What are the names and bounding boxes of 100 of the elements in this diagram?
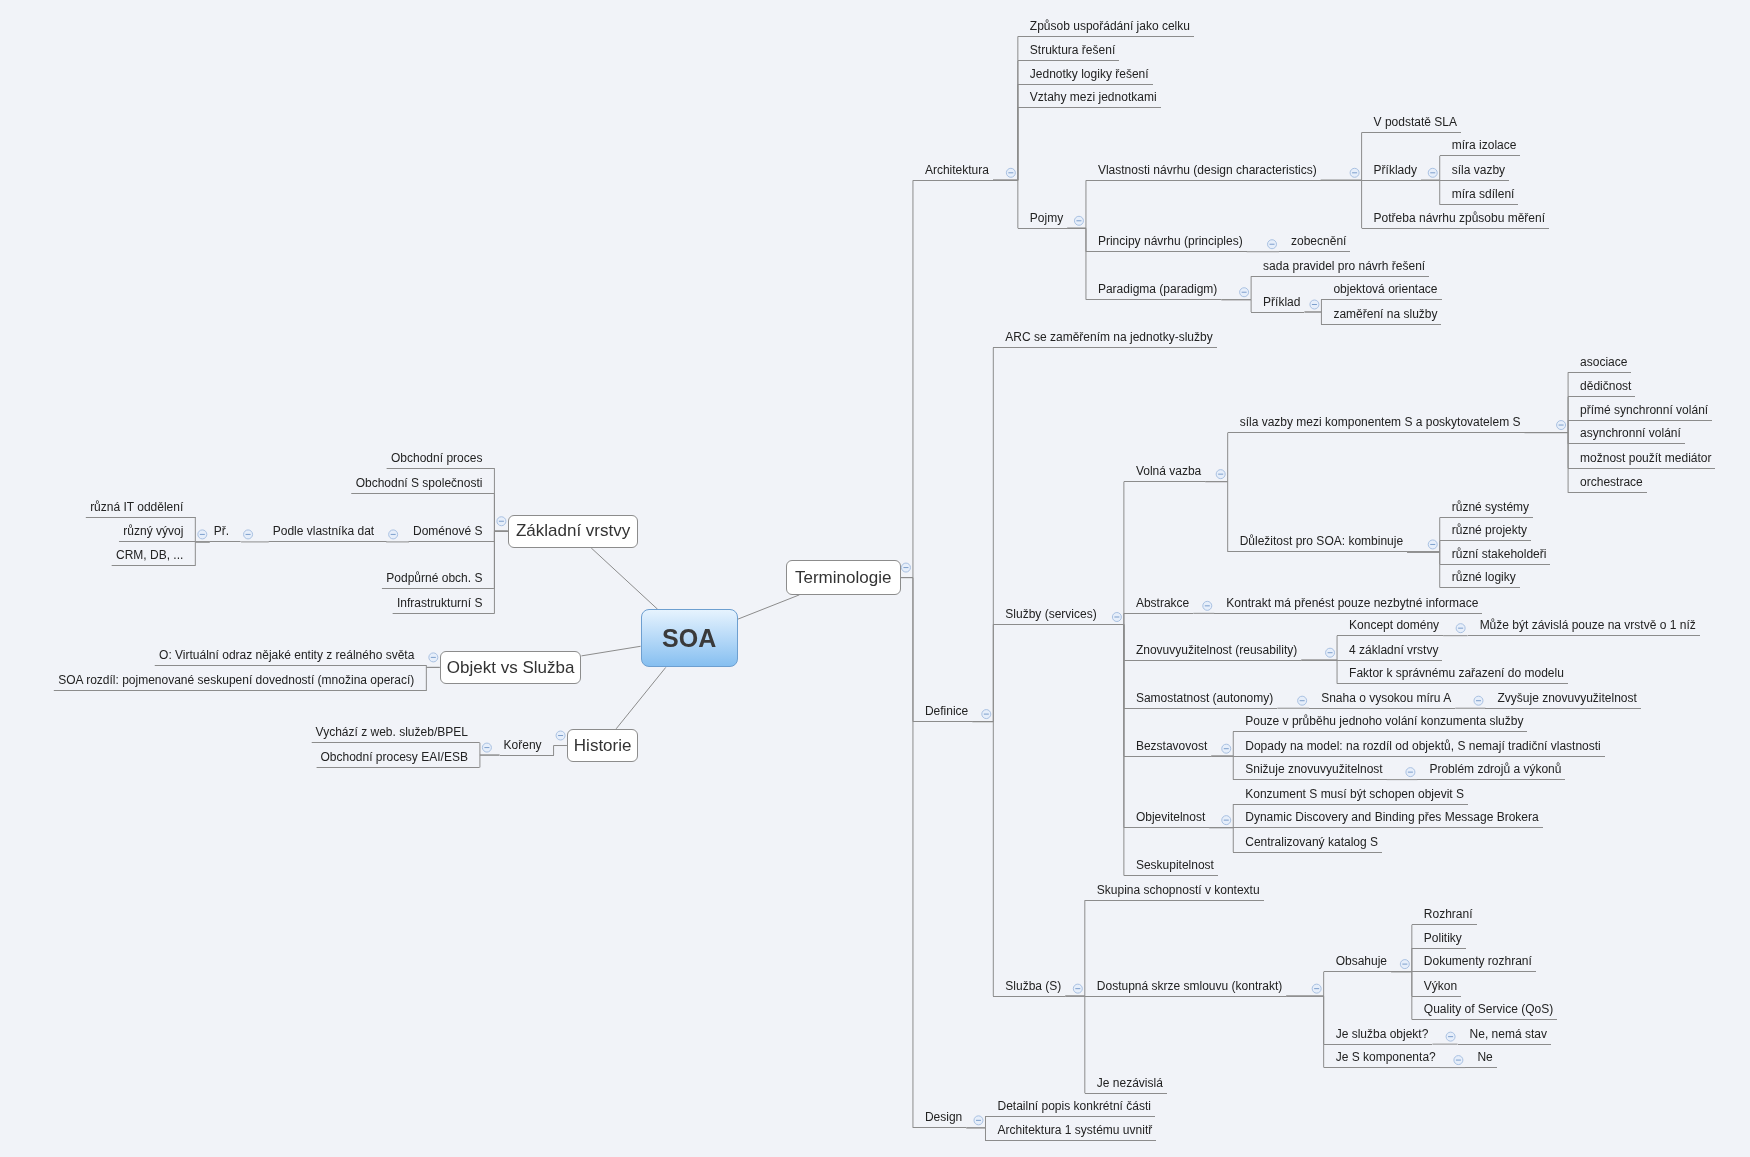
topic-label: V podstatě SLA — [1361, 113, 1461, 133]
connector-line — [1300, 659, 1338, 685]
topic-label: Dokumenty rozhraní — [1411, 953, 1536, 973]
topic-label: Struktura řešení — [1017, 42, 1120, 62]
connector-line — [553, 745, 568, 756]
topic-label: SOA rozdíl: pojmenované seskupení dovedností (množina operací) — [54, 671, 427, 691]
connector-line — [1386, 779, 1418, 781]
topic-label: Služba (S) — [993, 977, 1066, 997]
topic-label: Bezstavovost — [1123, 737, 1212, 757]
topic-label: Znovuvyužitelnost (reusability) — [1123, 641, 1302, 661]
topic-label: Může být závislá pouze na vrstvě o 1 níž — [1467, 617, 1700, 637]
connector-line — [1454, 707, 1486, 709]
topic-label: Objevitelnost — [1123, 809, 1210, 829]
connector-line — [1406, 551, 1441, 589]
connector-line — [1210, 755, 1234, 781]
topic-label: Pouze v průběhu jednoho volání konzumenta služby — [1233, 713, 1528, 733]
topic-label: Design — [912, 1109, 967, 1129]
topic-label: Výkon — [1411, 977, 1462, 997]
topic-label: Detailní popis konkrétní části — [985, 1098, 1155, 1118]
connector-line — [1220, 299, 1252, 313]
topic-label: Obchodní proces — [387, 449, 495, 469]
topic-label: asynchronní volání — [1568, 425, 1685, 445]
topic-label: Ne — [1465, 1049, 1497, 1069]
topic-label: Podpůrné obch. S — [382, 570, 495, 590]
topic-label: Faktor k správnému zařazení do modelu — [1337, 665, 1568, 685]
topic-label: Dostupná skrze smlouvu (kontrakt) — [1084, 977, 1287, 997]
topic-label: různý vývoj — [119, 523, 196, 543]
connector-line — [1390, 971, 1413, 1021]
topic-label: Samostatnost (autonomy) — [1123, 689, 1278, 709]
connector-line — [971, 721, 994, 997]
topic-label: objektová orientace — [1321, 281, 1442, 301]
topic-label: Je nezávislá — [1084, 1074, 1167, 1094]
topic-box: Terminologie — [785, 560, 901, 595]
connector-line — [1100, 624, 1125, 877]
topic-label: síla vazby — [1439, 161, 1510, 181]
connector-line — [1246, 251, 1280, 253]
topic-label: Politiky — [1411, 929, 1466, 949]
topic-label: Snaha o vysokou míru A — [1309, 689, 1456, 709]
topic-label: Způsob uspořádání jako celku — [1017, 17, 1194, 37]
topic-label: Podle vlastníka dat — [268, 523, 387, 543]
connector-line — [1320, 179, 1363, 229]
connector-line — [1303, 311, 1322, 325]
topic-label: Příklady — [1361, 161, 1421, 181]
topic-label: zaměření na služby — [1321, 305, 1442, 325]
topic-label: Zvyšuje znovuvyužitelnost — [1485, 689, 1641, 709]
topic-label: Abstrakce — [1123, 594, 1194, 614]
topic-label: ARC se zaměřením na jednotky-služby — [993, 329, 1217, 349]
topic-label: Služby (services) — [993, 606, 1101, 625]
topic-label: O: Virtuální odraz nějaké entity z reálného světa — [155, 647, 427, 667]
connector-line — [1420, 179, 1441, 206]
topic-label: Dopady na model: na rozdíl od objektů, S nemají tradiční vlastnosti — [1233, 737, 1605, 757]
topic-label: Př. — [209, 523, 242, 543]
topic-label: Architektura — [912, 161, 993, 181]
topic-label: Konzument S musí být schopen objevit S — [1233, 785, 1469, 805]
topic-label: přímé synchronní volání — [1568, 401, 1713, 421]
connector-line — [1285, 995, 1325, 1069]
topic-label: asociace — [1568, 353, 1632, 373]
connector-line — [493, 530, 509, 614]
connector-line — [1431, 1043, 1459, 1045]
connector-line — [900, 577, 914, 1129]
topic-box: Objekt vs Služba — [439, 650, 582, 685]
topic-label: zobecnění — [1279, 233, 1351, 253]
topic-label: míra izolace — [1439, 137, 1521, 157]
connector-line — [240, 541, 270, 543]
topic-label: Důležitost pro SOA: kombinuje — [1227, 533, 1408, 553]
topic-label: Je S komponenta? — [1323, 1049, 1440, 1069]
topic-label: Problém zdrojů a výkonů — [1417, 761, 1566, 781]
topic-label: Kořeny — [499, 736, 554, 756]
topic-label: Obchodní procesy EAI/ESB — [316, 748, 480, 768]
topic-label: síla vazby mezi komponentem S a poskytovatelem S — [1227, 414, 1525, 434]
connector-line — [194, 541, 211, 566]
topic-label: sada pravidel pro návrh řešení — [1251, 257, 1430, 277]
topic-label: Skupina schopností v kontextu — [1084, 881, 1264, 901]
topic-label: různé projekty — [1439, 522, 1532, 542]
topic-label: Kontrakt má přenést pouze nezbytné informace — [1214, 594, 1483, 614]
topic-label: různá IT oddělení — [86, 498, 196, 518]
topic-label: Vlastnosti návrhu (design characteristics) — [1085, 161, 1321, 181]
topic-label: Koncept domény — [1337, 617, 1444, 637]
topic-label: Potřeba návrhu způsobu měření — [1361, 209, 1550, 229]
connector-line — [385, 541, 410, 543]
connector-line — [615, 666, 667, 730]
topic-label: různé logiky — [1439, 569, 1520, 589]
topic-label: možnost použít mediátor — [1568, 449, 1716, 469]
topic-label: Dynamic Discovery and Binding přes Message Brokera — [1233, 809, 1543, 829]
topic-label: Je služba objekt? — [1323, 1025, 1433, 1045]
topic-label: různé systémy — [1439, 498, 1534, 518]
connector-line — [737, 594, 800, 620]
connector-line — [1276, 707, 1310, 709]
topic-label: Centralizovaný katalog S — [1233, 833, 1382, 853]
connector-line — [965, 1127, 986, 1141]
connector-line — [1204, 481, 1229, 553]
topic-label: Vychází z web. služeb/BPEL — [311, 724, 480, 744]
topic-label: Ne, nemá stav — [1457, 1025, 1551, 1045]
topic-label: Architektura 1 systému uvnitř — [985, 1121, 1157, 1141]
connector-line — [580, 645, 642, 657]
topic-box: Historie — [566, 728, 639, 763]
topic-label: Definice — [912, 703, 973, 723]
topic-label: Principy návrhu (principles) — [1085, 233, 1247, 253]
topic-label: CRM, DB, ... — [111, 546, 196, 566]
topic-label: různí stakeholdeři — [1439, 545, 1551, 565]
